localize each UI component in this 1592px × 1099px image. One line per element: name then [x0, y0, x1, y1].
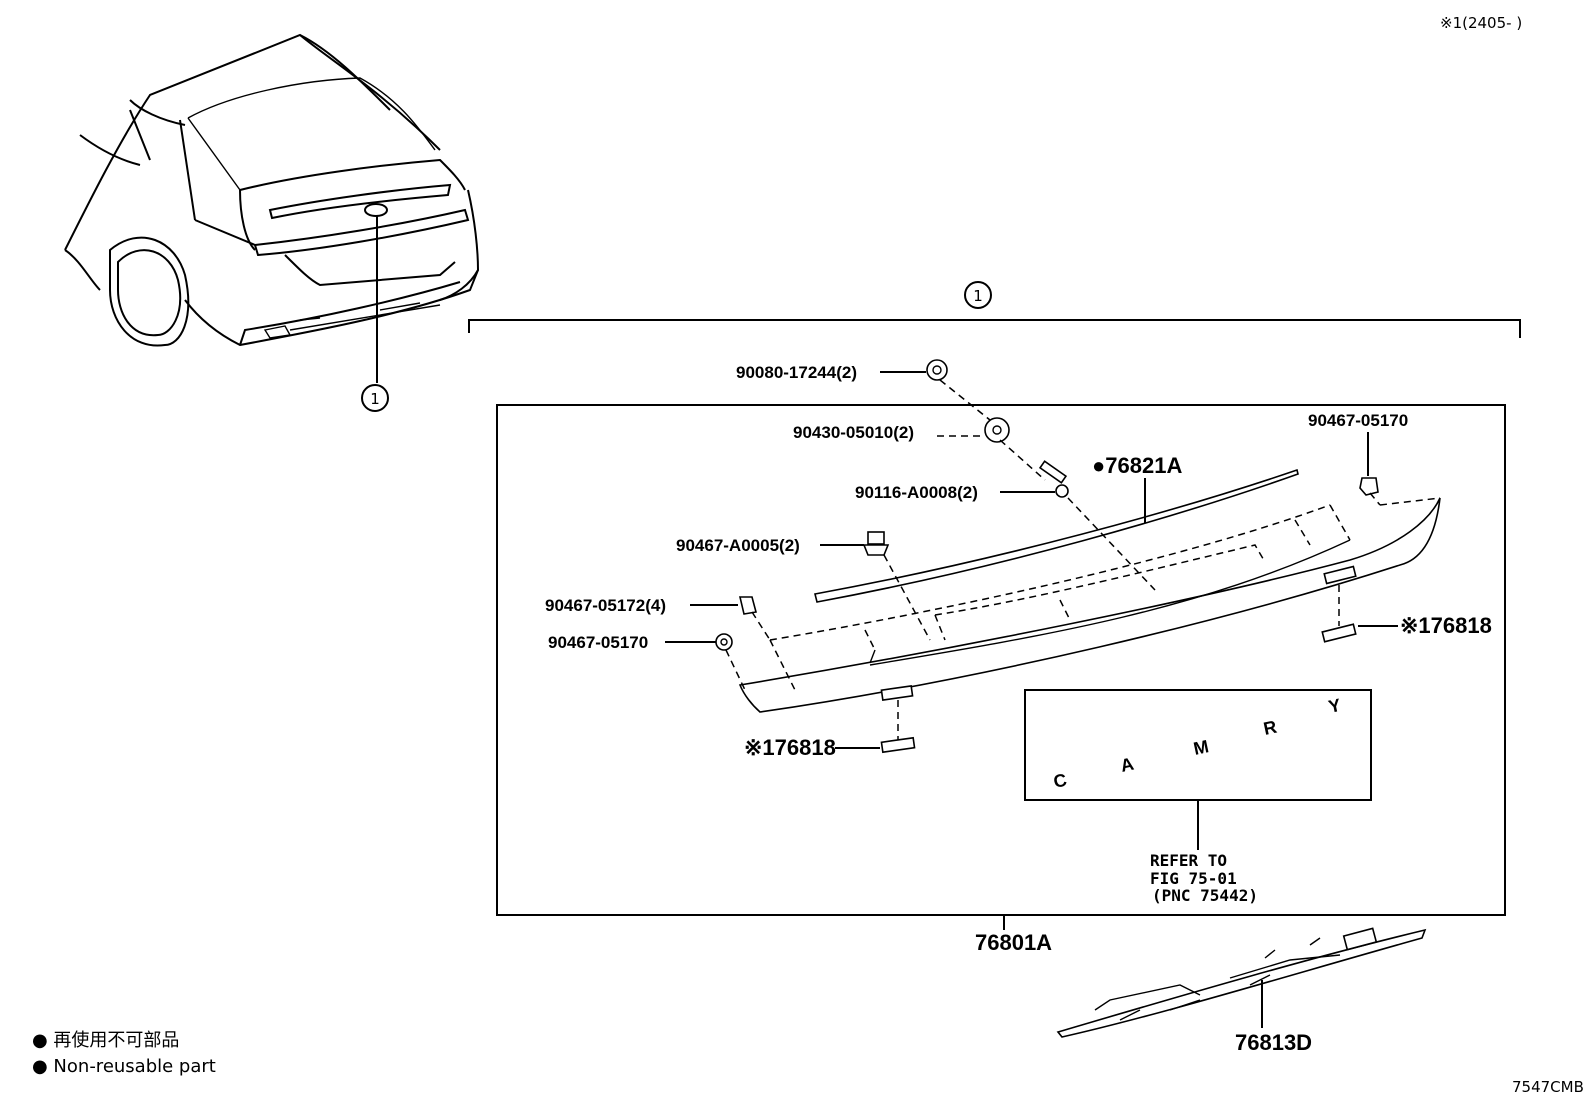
part-label-90467-05170-right: 90467-05170 [1308, 411, 1408, 430]
assembly-box [496, 404, 1506, 916]
name-plate-left-mount [880, 685, 914, 701]
stud-bolt-icon [1038, 460, 1069, 498]
part-label-90467-a0005: 90467-A0005(2) [676, 536, 800, 555]
emblem-letter-r: R [1262, 717, 1279, 739]
refer-line-1: REFER TO [1150, 851, 1227, 870]
car-rear-illustration [64, 33, 480, 347]
date-code-label: ※1(2405- ) [1440, 14, 1522, 32]
clip-left-icon [715, 633, 733, 651]
figure-code-label: 7547CMB [1512, 1078, 1584, 1096]
nut-icon [926, 359, 948, 381]
clip-right-icon [1359, 477, 1379, 496]
emblem-letters: C A M R Y [1052, 695, 1343, 792]
refer-line-3: (PNC 75442) [1152, 886, 1258, 905]
part-label-76818-left: ※176818 [744, 735, 836, 760]
assembly-callout-circle [964, 281, 992, 309]
assembly-part-number: 76801A [975, 930, 1052, 955]
part-label-90467-05170-left: 90467-05170 [548, 633, 648, 652]
car-callout-number: 1 [370, 390, 380, 408]
name-plate-right [1321, 623, 1357, 643]
clip-small-icon [738, 596, 757, 615]
refer-line-2: FIG 75-01 [1150, 869, 1237, 888]
chrome-strip [814, 468, 1299, 603]
legend-line-japanese: ● 再使用不可部品 [32, 1030, 179, 1051]
garnish-body [738, 497, 1441, 713]
part-label-76821a: ●76821A [1092, 453, 1182, 478]
part-label-76818-right: ※176818 [1400, 613, 1492, 638]
name-plate-left [880, 736, 916, 754]
part-label-90080-17244: 90080-17244(2) [736, 363, 857, 382]
part-label-90430-05010: 90430-05010(2) [793, 423, 914, 442]
emblem-letter-m: M [1192, 736, 1211, 759]
legend-line-english: ● Non-reusable part [32, 1056, 216, 1077]
lower-bracket-illustration [1056, 927, 1427, 1038]
emblem-letter-y: Y [1327, 695, 1343, 717]
part-label-90467-05172: 90467-05172(4) [545, 596, 666, 615]
emblem-letter-a: A [1119, 754, 1136, 776]
assembly-callout-number: 1 [973, 287, 983, 305]
washer-icon [984, 417, 1010, 443]
part-label-90116-a0008: 90116-A0008(2) [855, 483, 978, 502]
part-label-76813d: 76813D [1235, 1030, 1312, 1055]
emblem-letter-c: C [1052, 770, 1069, 792]
name-plate-right-mount [1323, 565, 1357, 585]
assembly-bracket [468, 319, 1521, 338]
clip-large-icon [862, 531, 890, 556]
car-callout-circle [361, 384, 389, 412]
